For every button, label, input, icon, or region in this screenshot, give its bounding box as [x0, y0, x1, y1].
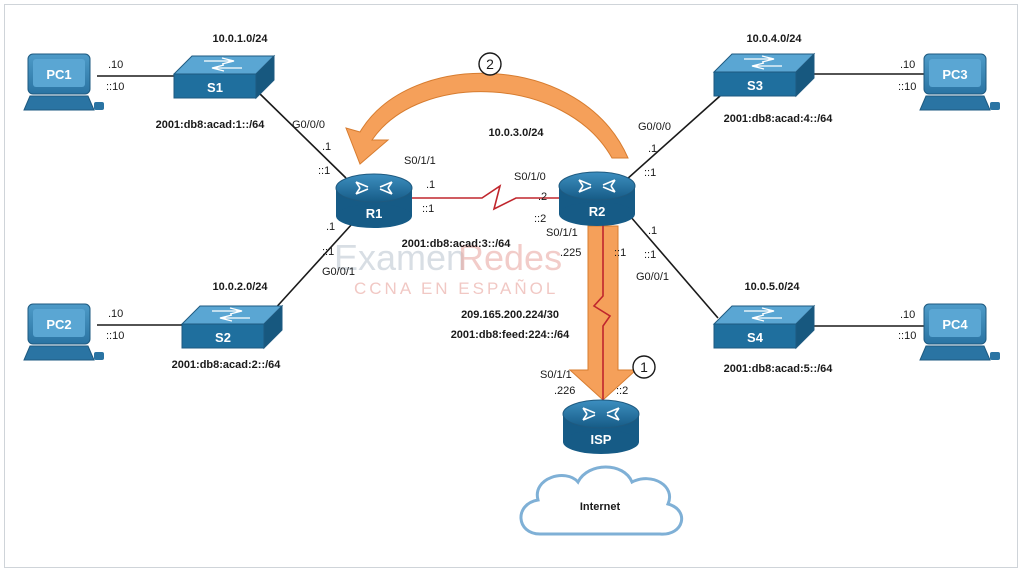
pc1-ipv4: .10: [108, 59, 123, 71]
switch-s3[interactable]: S3: [712, 52, 816, 98]
r2-g000-ipv4: .1: [648, 143, 657, 155]
r2-g001-name: G0/0/1: [636, 271, 669, 283]
router-isp[interactable]: ISP: [562, 399, 640, 454]
net3-ipv6: 2001:db8:acad:3::/64: [402, 238, 512, 250]
net1-ipv6: 2001:db8:acad:1::/64: [156, 119, 266, 131]
s2-label: S2: [215, 330, 231, 345]
link-s1-r1: [257, 91, 347, 179]
r2-g001-ipv6: ::1: [644, 249, 656, 261]
link-r2-s4: [629, 215, 719, 319]
internet-cloud[interactable]: Internet: [519, 465, 684, 536]
r1-s011-ipv6: ::1: [422, 203, 434, 215]
r1-g000-ipv4: .1: [322, 141, 331, 153]
net5-ipv4: 10.0.5.0/24: [744, 281, 800, 293]
step-marker-2: 2: [478, 52, 502, 76]
net4-ipv6: 2001:db8:acad:4::/64: [724, 113, 834, 125]
pc3-ipv6: ::10: [898, 81, 916, 93]
r1-g000-name: G0/0/0: [292, 119, 325, 131]
isp-net-ipv4: 209.165.200.224/30: [461, 309, 559, 321]
serial-link-r1-r2: [398, 184, 566, 211]
serial-link-r2-isp: [592, 222, 612, 404]
r1-g001-name: G0/0/1: [322, 266, 355, 278]
r2-g000-name: G0/0/0: [638, 121, 671, 133]
net2-ipv6: 2001:db8:acad:2::/64: [172, 359, 282, 371]
r2-s011-ipv6: ::1: [614, 247, 626, 259]
arrow-step1: [568, 225, 638, 401]
switch-s2[interactable]: S2: [180, 304, 284, 350]
r2-label: R2: [589, 204, 606, 219]
r2-g000-ipv6: ::1: [644, 167, 656, 179]
pc3[interactable]: PC3: [919, 53, 1000, 111]
internet-label: Internet: [580, 501, 621, 513]
r2-s010-ipv6: ::2: [534, 213, 546, 225]
r1-g000-ipv6: ::1: [318, 165, 330, 177]
link-s2-r1: [271, 223, 353, 313]
isp-s011-ipv4: .226: [554, 385, 575, 397]
isp-s011-name: S0/1/1: [540, 369, 572, 381]
pc1[interactable]: PC1: [23, 53, 104, 111]
pc3-ipv4: .10: [900, 59, 915, 71]
switch-s4[interactable]: S4: [712, 304, 816, 350]
s4-label: S4: [747, 330, 764, 345]
r1-s011-ipv4: .1: [426, 179, 435, 191]
pc4-label: PC4: [942, 317, 968, 332]
pc2-label: PC2: [46, 317, 71, 332]
r1-g001-ipv4: .1: [326, 221, 335, 233]
watermark-line2: CCNA EN ESPAÑOL: [354, 279, 558, 298]
isp-net-ipv6: 2001:db8:feed:224::/64: [451, 329, 570, 341]
pc4[interactable]: PC4: [919, 303, 1000, 361]
isp-s011-ipv6: ::2: [616, 385, 628, 397]
router-r1[interactable]: R1: [335, 173, 413, 228]
r1-label: R1: [366, 206, 383, 221]
pc4-ipv4: .10: [900, 309, 915, 321]
router-r2[interactable]: R2: [558, 171, 636, 226]
net3-ipv4: 10.0.3.0/24: [488, 127, 544, 139]
net1-ipv4: 10.0.1.0/24: [212, 33, 268, 45]
watermark-line1a: Examen: [334, 237, 466, 278]
r2-s011-ipv4: .225: [560, 247, 581, 259]
pc2[interactable]: PC2: [23, 303, 104, 361]
pc1-label: PC1: [46, 67, 71, 82]
ethernet-links: [97, 73, 926, 327]
watermark: Examen Redes CCNA EN ESPAÑOL: [334, 237, 562, 298]
s3-label: S3: [747, 78, 763, 93]
r1-s011-name: S0/1/1: [404, 155, 436, 167]
net4-ipv4: 10.0.4.0/24: [746, 33, 802, 45]
arrow-step2: [345, 72, 629, 165]
r2-s010-name: S0/1/0: [514, 171, 546, 183]
pc4-ipv6: ::10: [898, 330, 916, 342]
step-marker-1: 1: [632, 355, 656, 379]
net2-ipv4: 10.0.2.0/24: [212, 281, 268, 293]
r1-g001-ipv6: ::1: [322, 246, 334, 258]
r2-s011-name: S0/1/1: [546, 227, 578, 239]
watermark-line1b: Redes: [458, 237, 562, 278]
net5-ipv6: 2001:db8:acad:5::/64: [724, 363, 834, 375]
step-2-label: 2: [486, 56, 494, 72]
r2-s010-ipv4: .2: [538, 191, 547, 203]
diagram-frame: [4, 4, 1018, 568]
pc1-ipv6: ::10: [106, 81, 124, 93]
step-1-label: 1: [640, 359, 648, 375]
pc3-label: PC3: [942, 67, 967, 82]
pc2-ipv6: ::10: [106, 330, 124, 342]
pc2-ipv4: .10: [108, 308, 123, 320]
link-r2-s3: [625, 95, 721, 181]
r2-g001-ipv4: .1: [648, 225, 657, 237]
switch-s1[interactable]: S1: [172, 54, 276, 100]
isp-label: ISP: [591, 432, 612, 447]
s1-label: S1: [207, 80, 223, 95]
